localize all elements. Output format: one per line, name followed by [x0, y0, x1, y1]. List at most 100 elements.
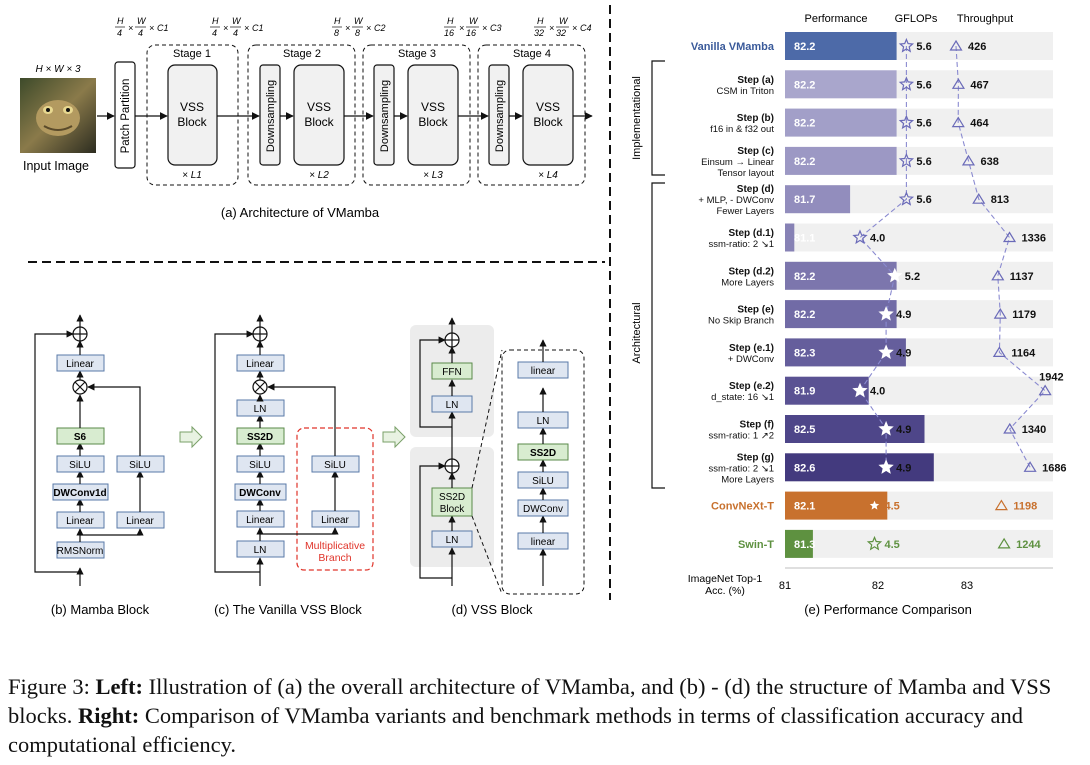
row-name-12: ConvNeXt-T: [711, 501, 774, 513]
svg-text:LN: LN: [446, 535, 459, 546]
acc-label-1: 82.2: [794, 79, 815, 91]
svg-text:SiLU: SiLU: [249, 460, 271, 471]
svg-text:×: ×: [149, 23, 154, 33]
header-performance: Performance: [805, 13, 868, 25]
architectural-bracket: [651, 182, 665, 489]
throughput-label-12: 1198: [1013, 501, 1037, 513]
caption-right-bold: Right:: [78, 703, 140, 728]
vss-block-diagram: LN SS2D Block LN FFN linear DWConv SiLU: [410, 317, 585, 617]
dims-3: H16 × W16 × C3: [444, 16, 502, 38]
svg-text:H: H: [212, 16, 219, 26]
svg-text:Block: Block: [440, 504, 465, 515]
gflops-star-1: [898, 76, 915, 91]
throughput-label-9: 1942: [1039, 372, 1063, 384]
mamba-block-diagram: RMSNorm Linear DWConv1d SiLU S6 Linear L…: [34, 314, 165, 617]
acc-label-0: 82.2: [794, 41, 815, 53]
row-sub-3-0: Einsum → Linear: [701, 157, 774, 168]
acc-bar-7: [785, 300, 897, 329]
svg-text:H: H: [334, 16, 341, 26]
svg-text:8: 8: [334, 28, 339, 38]
figure-canvas: H × W × 3 Input Image Patch Partition H4…: [20, 5, 1067, 617]
throughput-label-3: 638: [980, 156, 998, 168]
gflops-label-13: 4.5: [885, 539, 900, 551]
row-name-3: Step (c): [737, 146, 774, 157]
row-name-9: Step (e.2): [729, 381, 774, 392]
svg-text:×: ×: [345, 23, 350, 33]
row-name-11: Step (g): [737, 452, 774, 463]
throughput-label-10: 1340: [1022, 424, 1046, 436]
row-name-10: Step (f): [740, 420, 774, 431]
svg-text:SiLU: SiLU: [324, 460, 346, 471]
throughput-label-2: 464: [970, 118, 989, 130]
gflops-trend-line: [859, 46, 907, 468]
acc-label-3: 82.2: [794, 156, 815, 168]
svg-text:VSS: VSS: [421, 100, 445, 114]
acc-bar-2: [785, 108, 897, 137]
svg-text:4: 4: [138, 28, 143, 38]
gflops-star-4: [898, 191, 915, 206]
lizard-picture: [36, 100, 80, 136]
throughput-triangle-7: [993, 307, 1007, 319]
svg-text:H: H: [537, 16, 544, 26]
dims-4: H32 × W32 × C4: [534, 16, 592, 38]
svg-text:Downsampling: Downsampling: [494, 80, 506, 152]
throughput-triangle-13: [997, 537, 1011, 549]
caption-c: (c) The Vanilla VSS Block: [214, 602, 362, 617]
svg-text:LN: LN: [446, 400, 459, 411]
svg-text:C1: C1: [252, 23, 264, 33]
svg-text:DWConv1d: DWConv1d: [53, 488, 106, 499]
row-name-4: Step (d): [737, 184, 774, 195]
downsampling-3: [373, 64, 395, 166]
ss2d-expanded-box: [501, 349, 585, 595]
acc-label-10: 82.5: [794, 424, 815, 436]
stage-1-box: [146, 44, 239, 186]
svg-text:W: W: [137, 16, 147, 26]
svg-text:Linear: Linear: [66, 359, 94, 370]
svg-text:C4: C4: [580, 23, 592, 33]
svg-text:DWConv: DWConv: [239, 488, 281, 499]
svg-text:SiLU: SiLU: [532, 476, 554, 487]
svg-text:16: 16: [444, 28, 454, 38]
svg-text:DWConv: DWConv: [523, 504, 563, 515]
gflops-label-0: 5.6: [916, 41, 931, 53]
stage-2-label: Stage 2: [283, 48, 321, 60]
svg-text:×: ×: [482, 23, 487, 33]
row-name-0: Vanilla VMamba: [691, 41, 775, 53]
row-sub-7-0: No Skip Branch: [708, 316, 774, 327]
svg-text:Block: Block: [418, 115, 448, 129]
row-name-1: Step (a): [737, 75, 774, 86]
gflops-star-10: [878, 420, 894, 436]
multiplicative-branch-label-2: Branch: [318, 552, 351, 564]
svg-text:VSS: VSS: [180, 100, 204, 114]
stage-1-repeat: × L1: [182, 170, 202, 181]
architecture-diagram: H × W × 3 Input Image Patch Partition H4…: [20, 16, 593, 220]
stage-2-box: [247, 44, 356, 186]
vss-ss2d-block: [431, 487, 473, 517]
svg-text:VSS: VSS: [536, 100, 560, 114]
throughput-triangle-10: [1003, 422, 1017, 434]
caption-fig-label: Figure 3:: [8, 674, 96, 699]
acc-bar-6: [785, 261, 897, 290]
row-sub-11-0: ssm-ratio: 2 ↘1: [708, 463, 774, 474]
downsampling-2: [259, 64, 281, 166]
stage-3-label: Stage 3: [398, 48, 436, 60]
caption-e: (e) Performance Comparison: [804, 602, 972, 617]
patch-partition-label: Patch Partition: [120, 79, 132, 154]
stage-1-label: Stage 1: [173, 48, 211, 60]
acc-label-9: 81.9: [794, 386, 815, 398]
xlabel-line1: ImageNet Top-1: [688, 573, 763, 585]
svg-text:Downsampling: Downsampling: [379, 80, 391, 152]
throughput-triangle-3: [961, 154, 976, 166]
acc-bar-11: [785, 453, 934, 482]
gflops-star-6: [887, 267, 903, 283]
acc-label-2: 82.2: [794, 118, 815, 130]
svg-text:RMSNorm: RMSNorm: [57, 546, 104, 557]
multiplicative-branch-box: [296, 427, 374, 571]
gflops-label-4: 5.6: [916, 194, 931, 206]
caption-left-bold: Left:: [95, 674, 143, 699]
xlabel-line2: Acc. (%): [705, 585, 745, 597]
svg-text:32: 32: [534, 28, 544, 38]
vss-block-1: [167, 64, 218, 166]
svg-text:linear: linear: [531, 366, 556, 377]
svg-text:Linear: Linear: [66, 516, 94, 527]
